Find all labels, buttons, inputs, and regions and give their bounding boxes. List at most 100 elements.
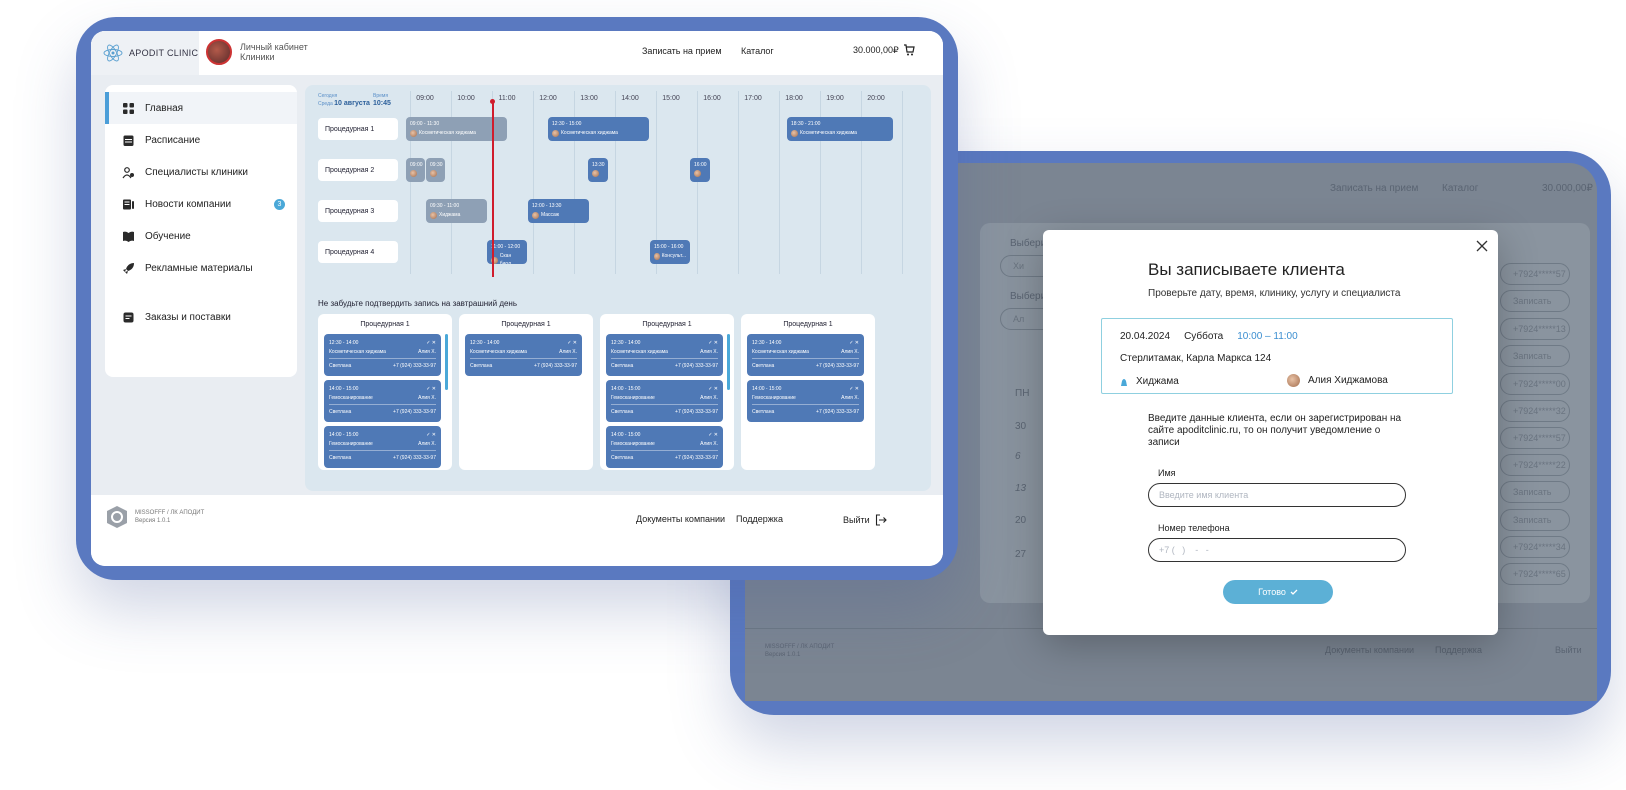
sidebar-item-specialists[interactable]: Специалисты клиники bbox=[105, 156, 297, 188]
confirm-icon[interactable]: ✓ bbox=[708, 431, 713, 438]
confirm-icon[interactable]: ✓ bbox=[426, 431, 431, 438]
appointment[interactable]: 16:00 bbox=[690, 158, 710, 182]
back-footer-logout: Выйти bbox=[1555, 645, 1582, 655]
specialist-avatar bbox=[654, 252, 660, 260]
appointment-label: Косметическая хиджама bbox=[410, 129, 503, 137]
cancel-icon[interactable]: ✕ bbox=[854, 339, 859, 346]
cabinet-profile[interactable]: Личный кабинет Клиники bbox=[206, 39, 308, 65]
cancel-icon[interactable]: ✕ bbox=[431, 339, 436, 346]
card-actions: ✓ ✕ bbox=[708, 386, 718, 392]
company-docs-link[interactable]: Документы компании bbox=[636, 514, 726, 524]
appointment[interactable]: 12:30 - 15:00 Косметическая хиджама bbox=[548, 117, 649, 141]
confirm-icon[interactable]: ✓ bbox=[708, 385, 713, 392]
hour-label: 13:00 bbox=[580, 95, 598, 102]
today-weekday: Среда bbox=[318, 101, 333, 107]
client-name-input[interactable] bbox=[1148, 483, 1406, 507]
book-appointment-link[interactable]: Записать на прием bbox=[642, 46, 722, 56]
card-bottom-row: Светлана+7 (924) 333-33-97 bbox=[611, 453, 718, 462]
card-client: Светлана bbox=[329, 408, 352, 415]
appointment-label: Консульт... bbox=[654, 252, 686, 260]
back-footer-brand: MISSOFFF / ЛК АПОДИТ Версия 1.0.1 bbox=[765, 643, 834, 659]
cart[interactable]: 30.000,00₽ bbox=[853, 44, 915, 56]
card-specialist: Алия Х. bbox=[700, 394, 718, 401]
sidebar-item-training[interactable]: Обучение bbox=[105, 220, 297, 252]
appointment[interactable]: 15:00 - 16:00 Консульт... bbox=[650, 240, 690, 264]
sidebar-item-schedule[interactable]: Расписание bbox=[105, 124, 297, 156]
logo[interactable]: APODIT CLINIC bbox=[91, 31, 199, 75]
appointment-time: 12:00 - 13:30 bbox=[532, 203, 562, 209]
cancel-icon[interactable]: ✕ bbox=[572, 339, 577, 346]
confirm-icon[interactable]: ✓ bbox=[567, 339, 572, 346]
sidebar-item-promo[interactable]: Рекламные материалы bbox=[105, 252, 297, 284]
specialist-avatar bbox=[592, 170, 599, 177]
specialist-avatar bbox=[430, 211, 437, 219]
hour-gridline bbox=[902, 91, 903, 274]
client-phone-input[interactable] bbox=[1148, 538, 1406, 562]
card-top-row: 14:00 - 15:00✓ ✕ bbox=[611, 430, 718, 439]
sidebar-item-news[interactable]: Новости компании 3 bbox=[105, 188, 297, 220]
column-scrollbar[interactable] bbox=[727, 334, 730, 390]
booking-weekday: Суббота bbox=[1184, 331, 1224, 342]
back-chip-1-label: Хи bbox=[1013, 261, 1025, 271]
clinic-avatar bbox=[206, 39, 232, 65]
sidebar-item-home[interactable]: Главная bbox=[105, 92, 297, 124]
cancel-icon[interactable]: ✕ bbox=[431, 385, 436, 392]
now-dot bbox=[490, 99, 495, 104]
confirm-icon[interactable]: ✓ bbox=[849, 339, 854, 346]
support-link[interactable]: Поддержка bbox=[736, 514, 783, 524]
card-bottom-row: Светлана+7 (924) 333-33-97 bbox=[611, 407, 718, 416]
cancel-icon[interactable]: ✕ bbox=[713, 431, 718, 438]
back-day-2: 6 bbox=[1015, 451, 1021, 462]
booking-service: Хиджама bbox=[1120, 376, 1179, 387]
sidebar-item-orders[interactable]: Заказы и поставки bbox=[105, 301, 297, 333]
room-4[interactable]: Процедурная 4 bbox=[318, 241, 398, 263]
hour-label: 18:00 bbox=[785, 95, 803, 102]
room-3[interactable]: Процедурная 3 bbox=[318, 200, 398, 222]
confirm-icon[interactable]: ✓ bbox=[426, 385, 431, 392]
card-bottom-row: Светлана+7 (924) 333-33-97 bbox=[611, 361, 718, 370]
cancel-icon[interactable]: ✕ bbox=[431, 431, 436, 438]
confirm-icon[interactable]: ✓ bbox=[426, 339, 431, 346]
rocket-icon bbox=[123, 262, 134, 274]
cancel-icon[interactable]: ✕ bbox=[713, 339, 718, 346]
appointment-service: Косметическая хиджама bbox=[419, 130, 476, 136]
catalog-link[interactable]: Каталог bbox=[741, 46, 774, 56]
name-label: Имя bbox=[1158, 468, 1176, 478]
reminder-column-title: Процедурная 1 bbox=[501, 321, 551, 328]
confirm-icon[interactable]: ✓ bbox=[849, 385, 854, 392]
cancel-icon[interactable]: ✕ bbox=[854, 385, 859, 392]
done-button-label: Готово bbox=[1258, 587, 1286, 597]
appointment[interactable]: 09:30 - 11:00 Хиджама bbox=[426, 199, 487, 223]
appointment[interactable]: 12:00 - 13:30 Массаж bbox=[528, 199, 589, 223]
confirm-icon[interactable]: ✓ bbox=[708, 339, 713, 346]
done-button[interactable]: Готово bbox=[1223, 580, 1333, 604]
cancel-icon[interactable]: ✕ bbox=[713, 385, 718, 392]
room-1[interactable]: Процедурная 1 bbox=[318, 118, 398, 140]
column-scrollbar[interactable] bbox=[445, 334, 448, 390]
appointment[interactable]: 09:00 - 11:30 Косметическая хиджама bbox=[406, 117, 507, 141]
news-badge: 3 bbox=[274, 198, 285, 210]
room-2[interactable]: Процедурная 2 bbox=[318, 159, 398, 181]
back-phone-1-text: +7924*****13 bbox=[1513, 324, 1566, 334]
appointment[interactable]: 13:30 bbox=[588, 158, 608, 182]
appointment[interactable]: 09:30 bbox=[426, 158, 445, 182]
back-footer-brand-line2: Версия 1.0.1 bbox=[765, 652, 801, 658]
back-phone-2: +7924*****00 bbox=[1500, 373, 1570, 395]
card-service: Гемосканирование bbox=[329, 394, 373, 401]
card-actions: ✓ ✕ bbox=[426, 386, 436, 392]
logout-button[interactable]: Выйти bbox=[843, 514, 887, 526]
close-icon[interactable] bbox=[1474, 238, 1490, 254]
card-actions: ✓ ✕ bbox=[708, 340, 718, 346]
appointment[interactable]: 09:00 bbox=[406, 158, 425, 182]
card-client: Светлана bbox=[752, 362, 775, 369]
appointment[interactable]: 18:30 - 21:00 Косметическая хиджама bbox=[787, 117, 893, 141]
